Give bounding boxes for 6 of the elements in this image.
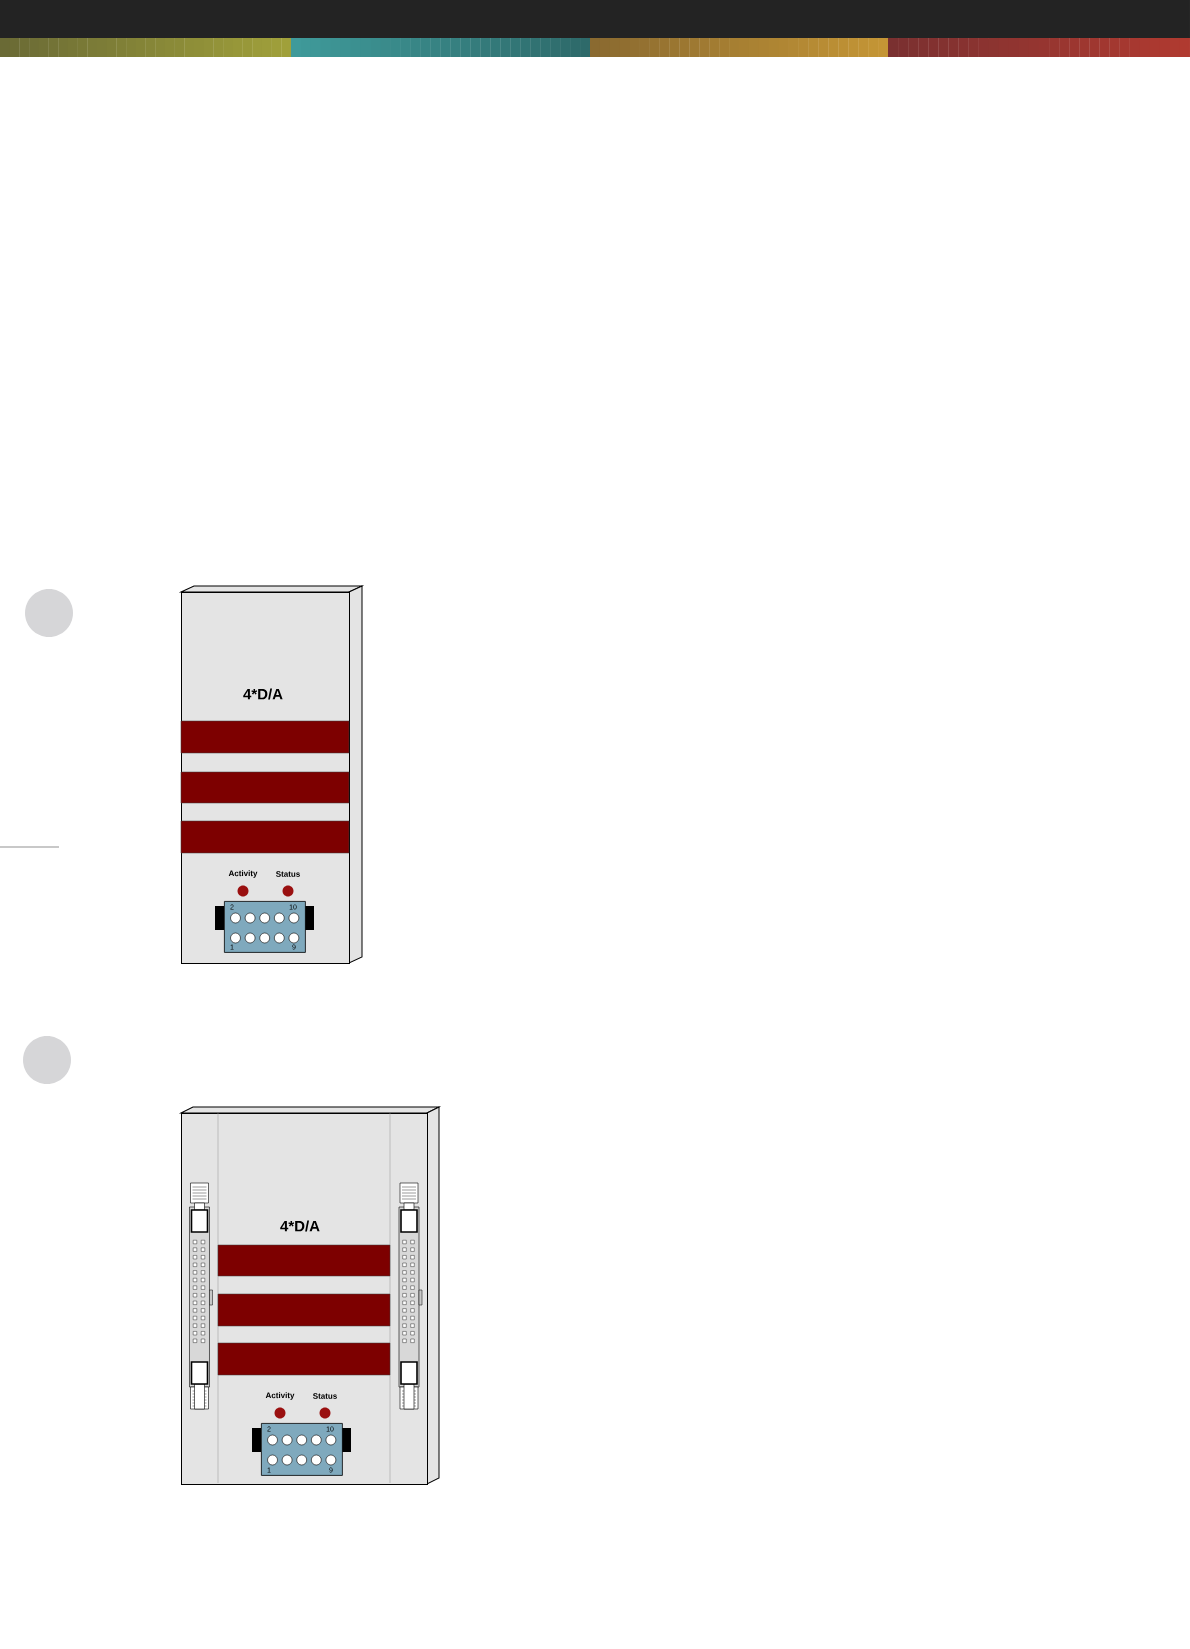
led-label: Activity bbox=[228, 870, 258, 878]
module-title: 4*D/A bbox=[243, 688, 283, 700]
led-label: Status bbox=[276, 871, 300, 877]
led-label: Activity bbox=[265, 1392, 295, 1400]
module-title: 4*D/A bbox=[280, 1220, 320, 1232]
led-label: Status bbox=[313, 1393, 337, 1399]
